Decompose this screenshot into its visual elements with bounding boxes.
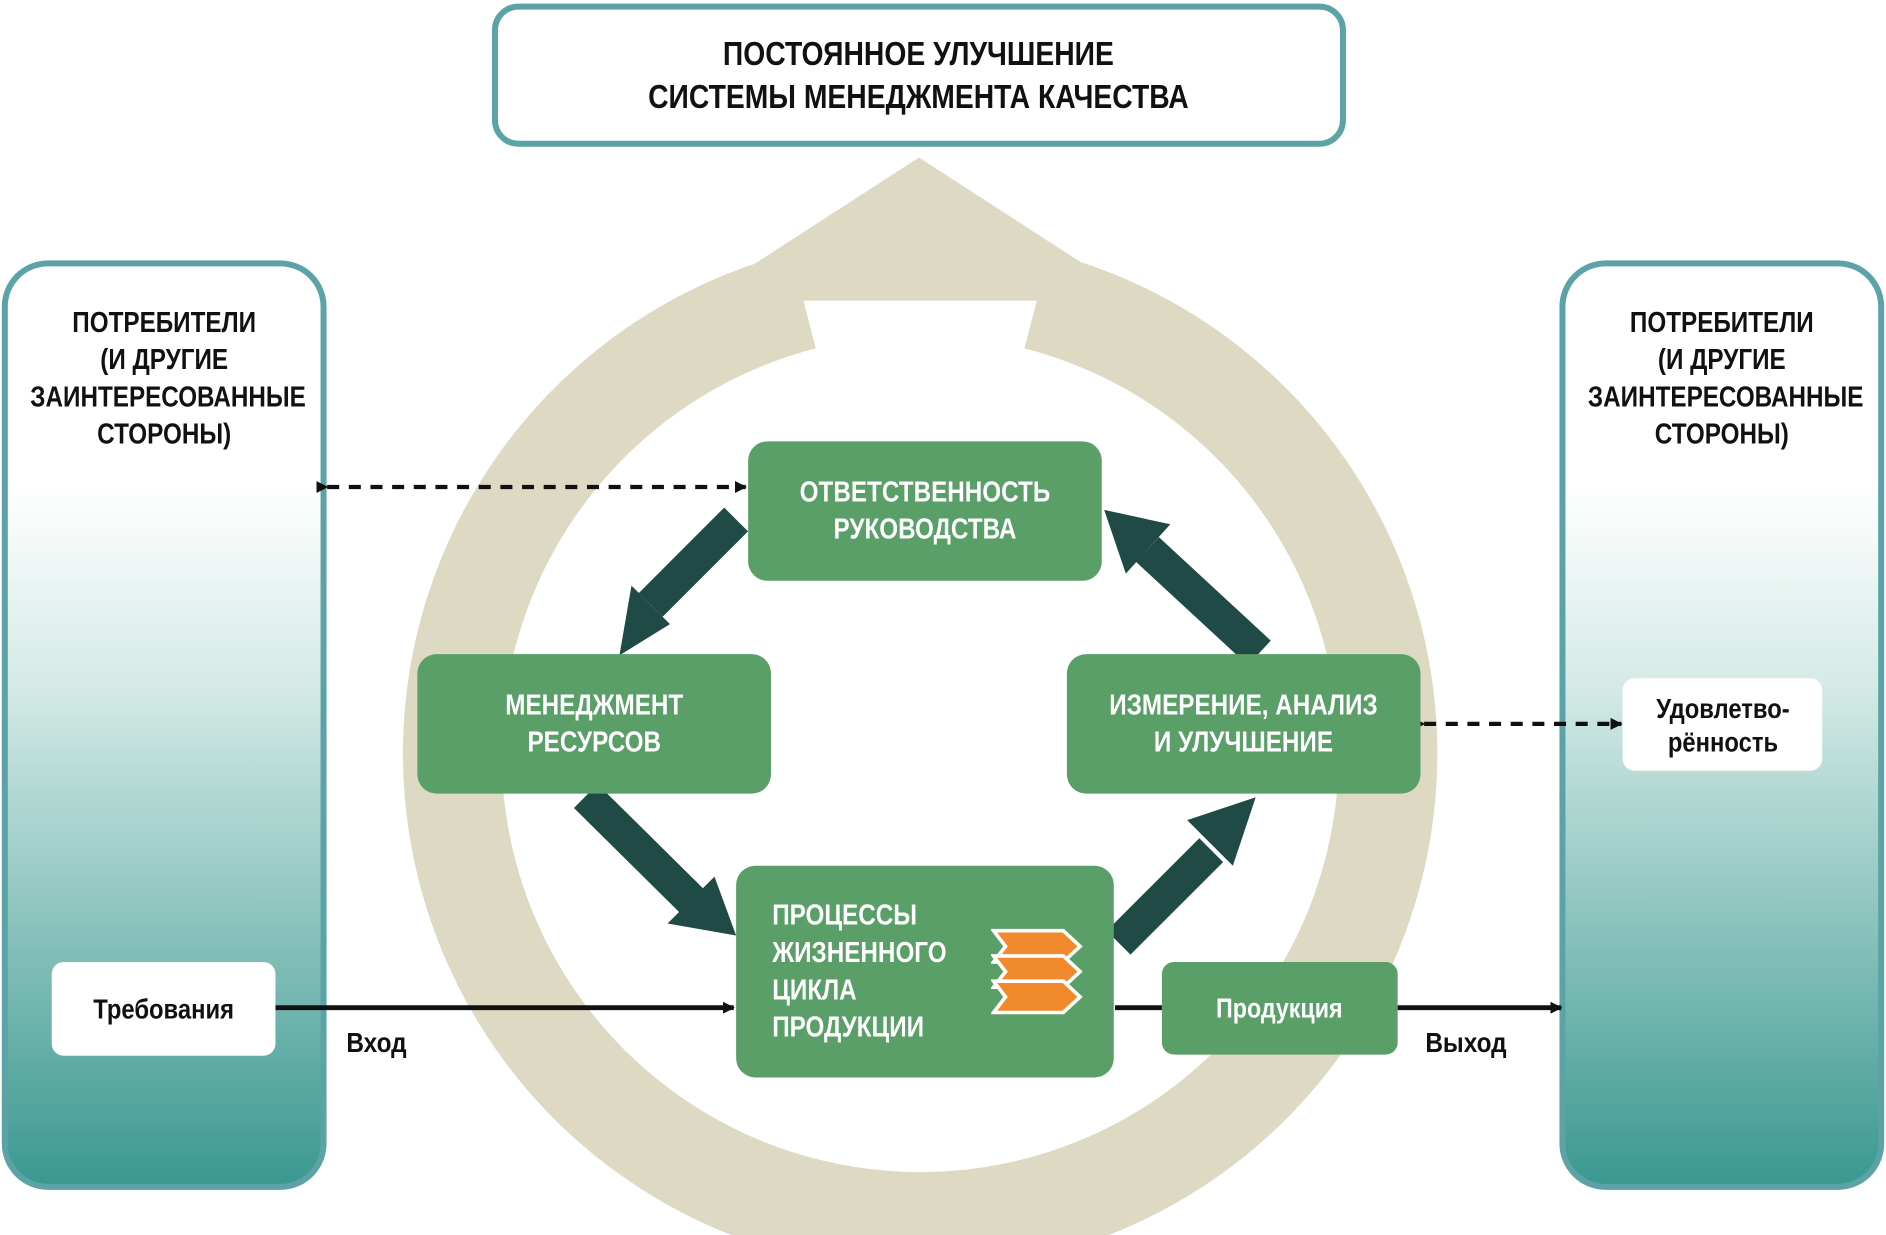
requirements-label: Требования — [93, 993, 234, 1025]
product-box: Продукция — [1161, 962, 1398, 1055]
process-label-responsibility: ОТВЕТСТВЕННОСТЬ РУКОВОДСТВА — [799, 476, 1051, 546]
requirements-box: Требования — [51, 962, 276, 1056]
left-party-title: ПОТРЕБИТЕЛИ (И ДРУГИЕ ЗАИНТЕРЕСОВАННЫЕ С… — [30, 306, 306, 451]
input-label: Вход — [346, 1026, 407, 1059]
improvement-loop-ring — [402, 252, 1438, 1235]
arrow-lifecycle-to-measurement-head — [1187, 797, 1256, 866]
improvement-loop-arrowhead — [697, 157, 1141, 301]
left-party-panel — [1, 260, 327, 1190]
arrow-resources-to-lifecycle-head — [667, 876, 737, 936]
process-label-lifecycle: ПРОЦЕССЫ ЖИЗНЕННОГО ЦИКЛА ПРОДУКЦИИ — [772, 899, 947, 1044]
process-measurement-analysis: ИЗМЕРЕНИЕ, АНАЛИЗ И УЛУЧШЕНИЕ — [1066, 654, 1421, 794]
arrow-measurement-to-responsibility-head — [1104, 509, 1171, 574]
process-label-measurement: ИЗМЕРЕНИЕ, АНАЛИЗ И УЛУЧШЕНИЕ — [1109, 689, 1378, 759]
output-label: Выход — [1425, 1026, 1507, 1059]
product-label: Продукция — [1216, 992, 1344, 1024]
arrow-lifecycle-to-measurement — [1106, 838, 1224, 955]
title-box: ПОСТОЯННОЕ УЛУЧШЕНИЕ СИСТЕМЫ МЕНЕДЖМЕНТА… — [491, 3, 1346, 147]
arrow-measurement-to-responsibility — [1136, 537, 1271, 666]
arrow-responsibility-to-resources-head — [619, 585, 670, 656]
process-label-resources: МЕНЕДЖМЕНТ РЕСУРСОВ — [505, 689, 684, 759]
process-management-responsibility: ОТВЕТСТВЕННОСТЬ РУКОВОДСТВА — [748, 441, 1102, 581]
diagram-title: ПОСТОЯННОЕ УЛУЧШЕНИЕ СИСТЕМЫ МЕНЕДЖМЕНТА… — [648, 34, 1190, 115]
arrow-responsibility-to-resources — [638, 507, 749, 617]
right-party-title: ПОТРЕБИТЕЛИ (И ДРУГИЕ ЗАИНТЕРЕСОВАННЫЕ С… — [1587, 306, 1864, 451]
satisfaction-label: Удовлетво- рённость — [1655, 692, 1790, 757]
arrow-resources-to-lifecycle — [573, 784, 708, 917]
satisfaction-box: Удовлетво- рённость — [1622, 678, 1823, 771]
stacked-chevrons-icon — [991, 928, 1083, 1015]
process-resource-management: МЕНЕДЖМЕНТ РЕСУРСОВ — [417, 654, 771, 794]
